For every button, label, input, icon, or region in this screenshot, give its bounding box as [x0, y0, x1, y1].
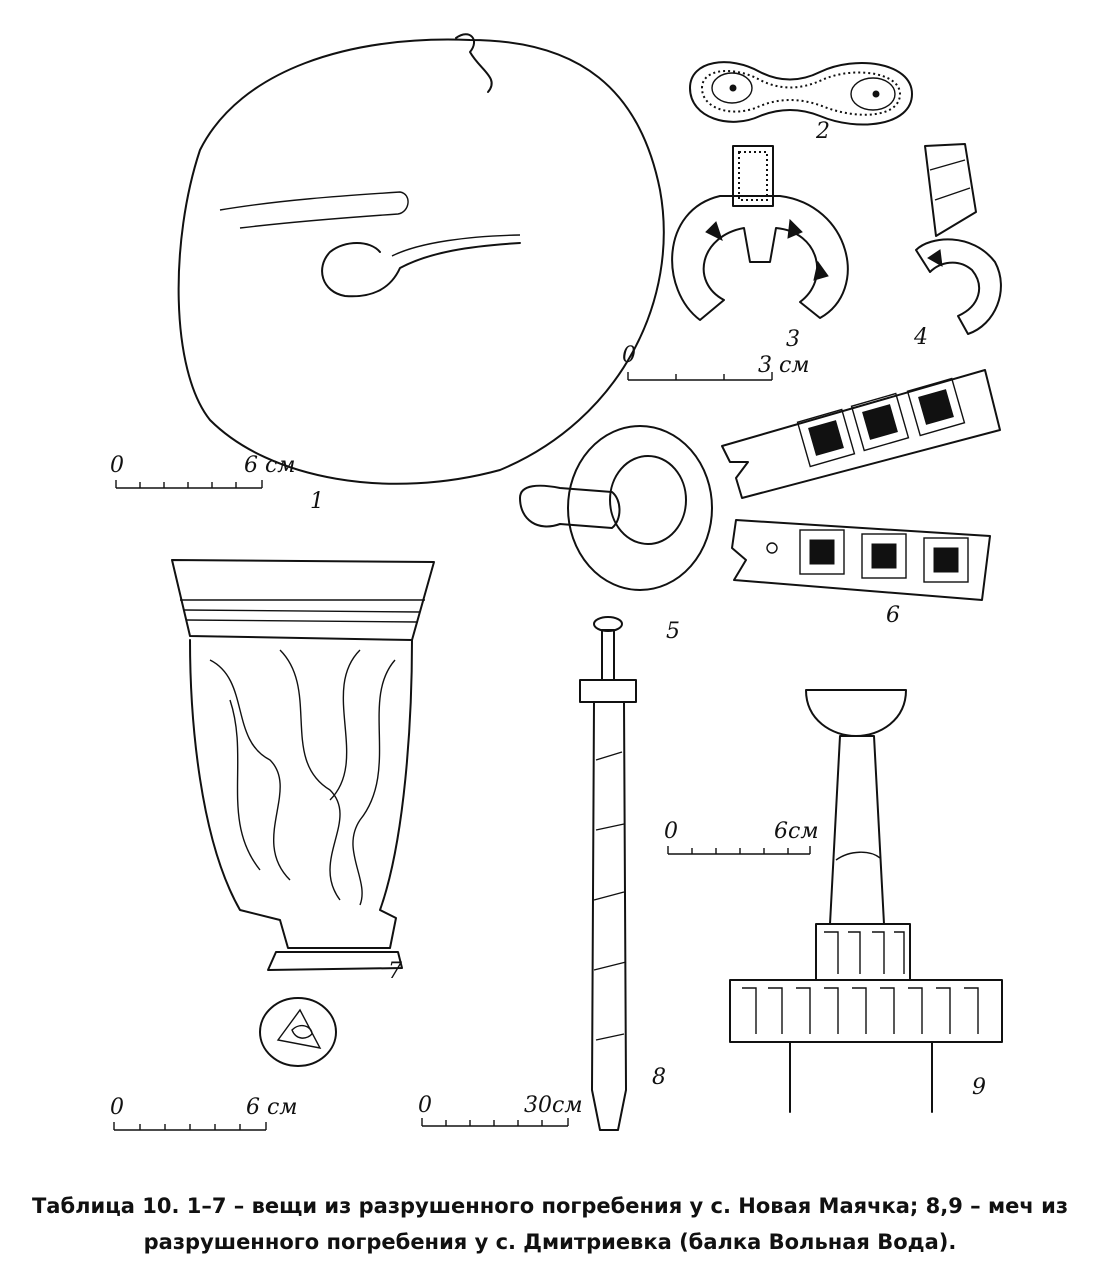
svg-text:30см: 30см [524, 1093, 583, 1118]
svg-text:6 см: 6 см [244, 453, 296, 478]
caption-line-2: разрушенного погребения у с. Дмитриевка … [143, 1230, 957, 1254]
figure-label: 7 [388, 959, 402, 984]
figure-label: 9 [972, 1075, 986, 1100]
svg-text:3 см: 3 см [758, 353, 810, 378]
item-5-ring [519, 425, 713, 591]
scale-bar: 0 30см [418, 1093, 583, 1127]
item-9-sword-hilt [729, 689, 1003, 1113]
svg-text:0: 0 [110, 453, 124, 478]
item-4-pendant-fragment [915, 143, 1002, 335]
item-2-plaque [689, 61, 913, 126]
svg-text:6см: 6см [774, 819, 819, 844]
item-1-disk [177, 33, 665, 485]
svg-text:0: 0 [664, 819, 678, 844]
svg-text:6 см: 6 см [246, 1095, 298, 1120]
svg-text:0: 0 [418, 1093, 432, 1118]
item-7-beaker [171, 559, 435, 1067]
item-8-sword [579, 616, 637, 1131]
figure-label: 4 [913, 325, 928, 350]
svg-text:0: 0 [110, 1095, 124, 1120]
figure-label: 5 [666, 619, 680, 644]
figure-label: 2 [815, 119, 830, 144]
plate-drawing: 1 2 3 4 5 6 7 8 9 0 6 см 0 3 см 0 6см 0 … [110, 33, 1003, 1131]
item-6-strap-plaques [721, 369, 1001, 601]
figure-label: 3 [786, 327, 800, 352]
scale-bar: 0 6 см [110, 453, 296, 489]
scale-bar: 0 6см [664, 819, 819, 855]
figure-label: 6 [886, 603, 900, 628]
caption-line-1: Таблица 10. 1–7 – вещи из разрушенного п… [31, 1194, 1069, 1218]
plate-caption: Таблица 10. 1–7 – вещи из разрушенного п… [20, 1188, 1080, 1260]
scale-bar: 0 3 см [622, 343, 810, 381]
item-3-crescent-pendant [671, 145, 849, 321]
figure-label: 1 [310, 489, 324, 514]
figure-label: 8 [652, 1065, 666, 1090]
scale-bar: 0 6 см [110, 1095, 298, 1131]
svg-text:0: 0 [622, 343, 636, 368]
